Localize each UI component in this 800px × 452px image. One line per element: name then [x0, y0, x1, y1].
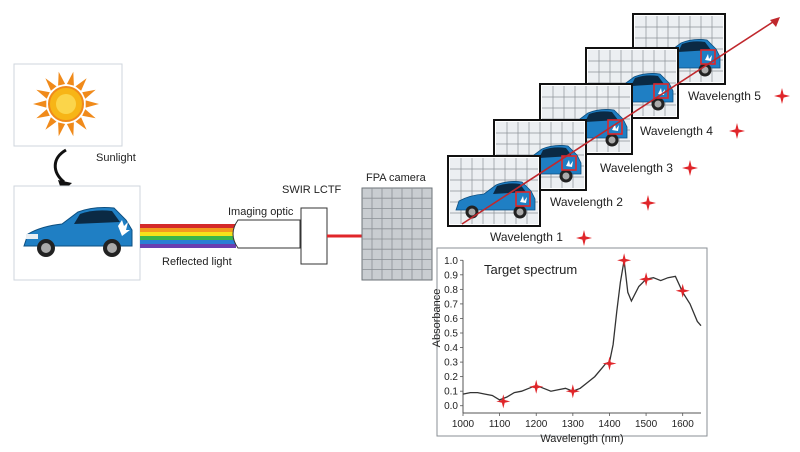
fpa-camera-label: FPA camera	[366, 172, 426, 184]
y-tick-label: 0.3	[444, 358, 458, 369]
x-tick-label: 1200	[525, 419, 548, 430]
car-image	[23, 207, 133, 257]
x-tick-label: 1500	[635, 419, 658, 430]
spectrum-marker	[602, 356, 617, 371]
x-tick-label: 1000	[452, 419, 475, 430]
wavelength-axis-arrowhead	[770, 17, 780, 27]
reflected-light-beam	[140, 224, 236, 248]
y-tick-label: 0.7	[444, 299, 458, 310]
wavelength-2-marker	[640, 195, 656, 211]
x-tick-label: 1100	[489, 419, 511, 430]
wavelength-2-label: Wavelength 2	[550, 195, 623, 209]
y-tick-label: 0.0	[444, 401, 458, 412]
spectrum-marker	[617, 253, 632, 268]
wavelength-axis-arrow	[461, 19, 777, 225]
swir-lctf-label: SWIR LCTF	[282, 184, 342, 196]
y-tick-label: 0.5	[444, 329, 458, 340]
wavelength-3-marker	[682, 160, 698, 176]
reflected-light-label: Reflected light	[162, 256, 232, 268]
wavelength-4-marker	[729, 123, 745, 139]
series-line	[462, 260, 702, 401]
spectrum-marker	[675, 283, 690, 298]
x-tick-label: 1400	[598, 419, 621, 430]
wavelength-1-label: Wavelength 1	[490, 230, 563, 244]
wavelength-3-label: Wavelength 3	[600, 161, 673, 175]
wavelength-5-label: Wavelength 5	[688, 89, 761, 103]
y-tick-label: 0.1	[444, 387, 458, 398]
wavelength-5-marker	[774, 88, 790, 104]
sun-panel	[13, 63, 123, 147]
spectrum-marker	[565, 384, 580, 399]
chart-title: Target spectrum	[484, 262, 578, 277]
fpa-camera	[361, 187, 433, 281]
car-panel	[13, 185, 141, 281]
y-tick-label: 0.2	[444, 372, 458, 383]
wavelength-4-label: Wavelength 4	[640, 124, 713, 138]
y-tick-label: 0.4	[444, 343, 458, 354]
spectrum-marker	[639, 272, 654, 287]
x-tick-label: 1600	[672, 419, 695, 430]
spectrum-marker	[529, 379, 544, 394]
imaging-optic	[232, 219, 301, 249]
sunlight-arrow	[53, 148, 67, 184]
swir-lctf-filter	[300, 207, 328, 265]
y-tick-label: 1.0	[444, 256, 458, 267]
y-tick-label: 0.9	[444, 270, 458, 281]
y-tick-label: 0.8	[444, 285, 458, 296]
y-axis-label: Absorbance	[431, 289, 443, 348]
x-tick-label: 1300	[562, 419, 585, 430]
wavelength-frame-1	[447, 155, 541, 227]
wavelength-1-marker	[576, 230, 592, 246]
x-axis-label: Wavelength (nm)	[540, 433, 623, 445]
imaging-optic-label: Imaging optic	[228, 206, 294, 218]
target-spectrum-chart: 0.0 0.1 0.2 0.3 0.4 0.5 0.6 0.7 0.8 0.9 1.0 1000 11…	[431, 247, 708, 445]
sunlight-label: Sunlight	[96, 152, 136, 164]
y-tick-label: 0.6	[444, 314, 458, 325]
spectrum-marker	[496, 394, 511, 409]
sun-icon	[33, 71, 99, 137]
